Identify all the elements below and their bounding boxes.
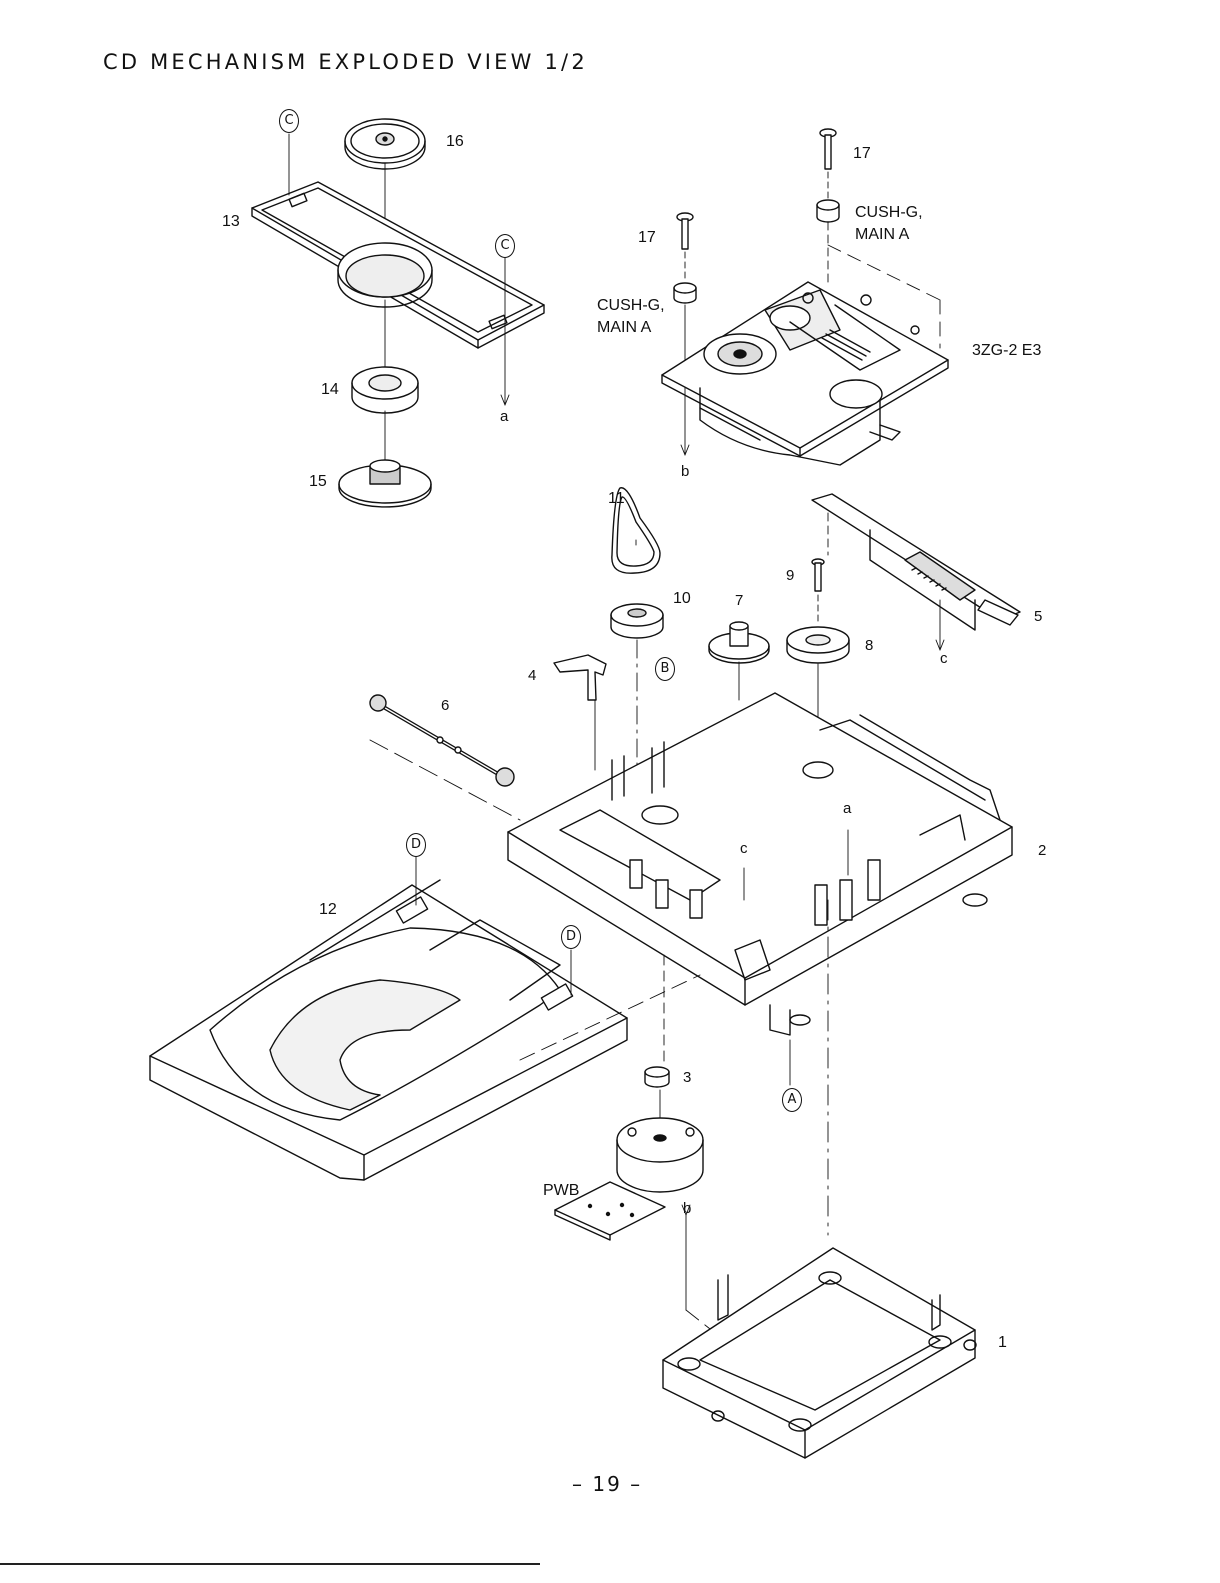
ref-mark-c-top: C — [279, 109, 299, 133]
part-number-9: 9 — [786, 567, 794, 584]
part-9-screw — [812, 559, 824, 591]
align-letter-a-chassis: a — [843, 800, 851, 817]
part-pickup-3zg — [662, 282, 948, 465]
page-number: – 19 – — [572, 1472, 642, 1496]
part-4-lever — [554, 655, 606, 700]
ref-mark-d-left: D — [406, 833, 426, 857]
cushion-label-left: CUSH-G, MAIN A — [597, 295, 665, 339]
cushion-label-left-line1: CUSH-G, — [597, 295, 665, 317]
part-number-14: 14 — [321, 381, 339, 399]
align-letter-b-top: b — [681, 463, 689, 480]
cushion-label-left-line2: MAIN A — [597, 317, 665, 339]
part-17-screws — [677, 129, 836, 249]
part-number-15: 15 — [309, 473, 327, 491]
page-title: CD MECHANISM EXPLODED VIEW 1/2 — [103, 50, 588, 74]
bottom-rule — [0, 1563, 540, 1565]
part-number-6: 6 — [441, 697, 449, 714]
part-14-magnet — [352, 300, 418, 413]
part-number-10: 10 — [673, 590, 691, 608]
part-number-17-left: 17 — [638, 229, 656, 247]
ref-mark-c-holder: C — [495, 234, 515, 258]
cushion-label-right-line2: MAIN A — [855, 224, 923, 246]
part-number-8: 8 — [865, 637, 873, 654]
cushion-label-right-line1: CUSH-G, — [855, 202, 923, 224]
cushion-label-right: CUSH-G, MAIN A — [855, 202, 923, 246]
part-number-16: 16 — [446, 133, 464, 151]
part-13-holder — [252, 182, 544, 348]
motor-assembly — [617, 1118, 703, 1192]
align-letter-b-pwb: b — [683, 1200, 691, 1217]
part-1-base — [663, 1248, 976, 1458]
ref-mark-b: B — [655, 657, 675, 681]
align-letter-c-rack: c — [940, 650, 948, 667]
part-number-4: 4 — [528, 667, 536, 684]
pickup-label: 3ZG-2 E3 — [972, 340, 1041, 362]
align-letter-a-top: a — [500, 408, 508, 425]
part-8-gear — [787, 627, 849, 663]
part-2-chassis — [508, 693, 1012, 1035]
part-number-7: 7 — [735, 592, 743, 609]
part-number-11: 11 — [608, 490, 625, 508]
ref-mark-d-right: D — [561, 925, 581, 949]
part-number-1: 1 — [998, 1334, 1007, 1352]
part-10-pulley — [611, 604, 663, 638]
part-number-2: 2 — [1038, 842, 1046, 859]
part-number-13: 13 — [222, 213, 240, 231]
ref-mark-a: A — [782, 1088, 802, 1112]
align-letter-c-chassis: c — [740, 840, 748, 857]
part-12-tray — [150, 880, 627, 1180]
part-16-clamper — [345, 119, 425, 169]
part-7-gear — [709, 622, 769, 663]
part-number-3: 3 — [683, 1069, 691, 1086]
part-5-rack — [812, 494, 1020, 630]
part-number-12: 12 — [319, 901, 337, 919]
part-3-motor-pulley — [645, 1067, 669, 1087]
part-number-5: 5 — [1034, 608, 1042, 625]
part-number-17-right: 17 — [853, 145, 871, 163]
pwb-label: PWB — [543, 1180, 579, 1202]
part-15-turntable — [339, 460, 431, 507]
